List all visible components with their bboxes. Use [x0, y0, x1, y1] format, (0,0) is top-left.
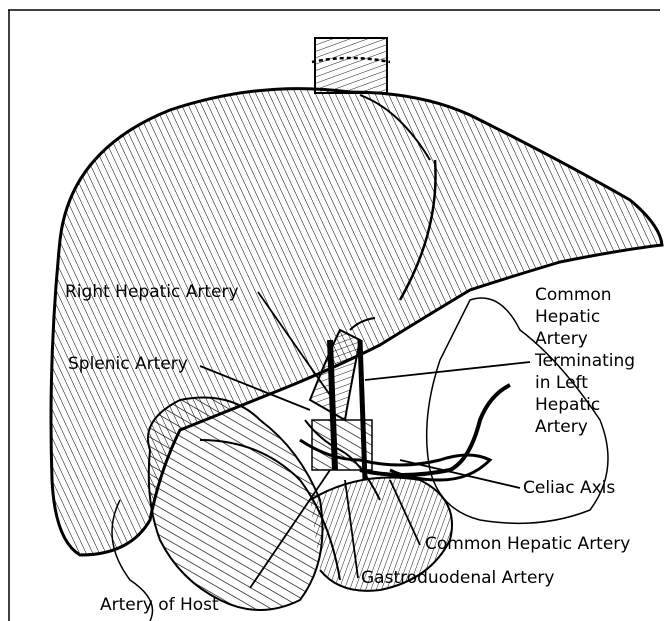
label-line: Common — [535, 284, 635, 306]
label-right-hepatic-artery: Right Hepatic Artery — [65, 282, 239, 303]
label-line: Artery — [535, 416, 635, 438]
label-line: Artery — [535, 328, 635, 350]
label-line: in Left — [535, 372, 635, 394]
label-common-hepatic-artery: Common Hepatic Artery — [425, 534, 630, 555]
label-gastroduodenal-artery: Gastroduodenal Artery — [361, 568, 554, 589]
vessels — [300, 318, 510, 500]
label-artery-of-host: Artery of Host — [100, 595, 219, 616]
label-splenic-artery: Splenic Artery — [68, 354, 188, 375]
label-common-hepatic-terminating: Common Hepatic Artery Terminating in Lef… — [535, 284, 635, 438]
label-line: Terminating — [535, 350, 635, 372]
label-line: Hepatic — [535, 306, 635, 328]
label-line: Hepatic — [535, 394, 635, 416]
label-celiac-axis: Celiac Axis — [523, 478, 615, 499]
vena-cava — [312, 38, 390, 93]
